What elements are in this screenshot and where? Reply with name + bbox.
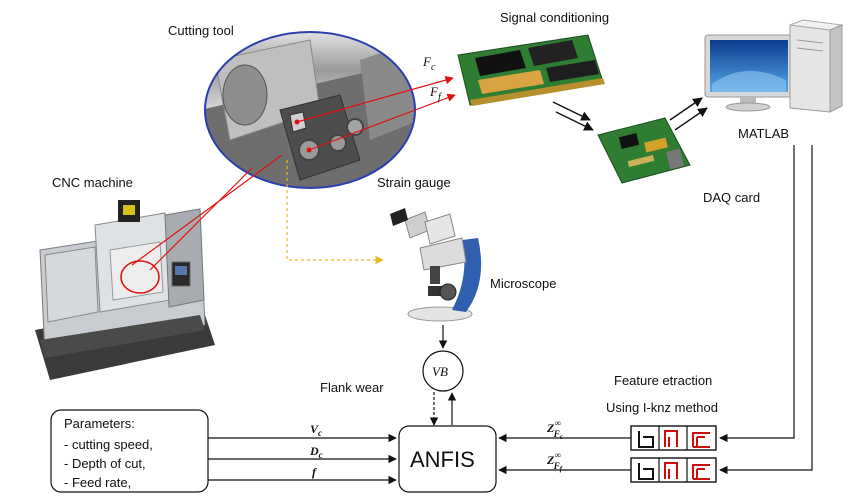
daq-to-pc-arrow-2	[674, 107, 708, 131]
label-cutting-tool: Cutting tool	[168, 23, 234, 38]
cnc-machine-image	[35, 200, 215, 380]
computer-image	[704, 19, 844, 113]
label-f: f	[312, 465, 317, 479]
label-dc: Dc	[309, 444, 323, 460]
sc-to-daq-arrow-2	[555, 111, 594, 131]
matlab-to-fc-arrow	[719, 145, 795, 443]
label-anfis: ANFIS	[410, 447, 475, 472]
parameters-box	[50, 409, 209, 493]
anfis-box	[398, 425, 497, 493]
label-strain-gauge: Strain gauge	[377, 175, 451, 190]
parameter-item-cutting-speed: - cutting speed,	[64, 437, 153, 452]
vb-node	[422, 350, 464, 392]
label-vc: Vc	[310, 422, 322, 438]
daq-to-pc-arrow-1	[669, 97, 703, 121]
parameter-item-feed-rate: - Feed rate,	[64, 475, 131, 490]
signal-conditioning-image	[457, 34, 605, 106]
cnc-zoom-circle	[120, 260, 160, 294]
microscope-image	[390, 208, 482, 322]
label-vb: VB	[432, 364, 448, 379]
parameters-title: Parameters:	[64, 416, 135, 431]
label-z-fc: Z∞Fc	[546, 418, 563, 441]
label-flank-wear: Flank wear	[320, 380, 384, 395]
feature-box-ff	[630, 457, 717, 483]
label-microscope: Microscope	[490, 276, 556, 291]
matlab-to-ff-arrow	[719, 145, 813, 475]
label-force-fc: Fc	[422, 54, 436, 73]
label-feature-extraction: Feature etraction	[614, 373, 712, 388]
cutting-tool-zoom-image	[204, 31, 416, 189]
label-z-ff: Z∞Ff	[546, 450, 563, 473]
label-feature-method: Using I-knz method	[606, 400, 718, 415]
label-signal-conditioning: Signal conditioning	[500, 10, 609, 25]
zoom-line-2	[149, 167, 253, 271]
daq-card-image	[597, 117, 691, 184]
zoom-line-1	[131, 154, 283, 266]
label-matlab: MATLAB	[738, 126, 789, 141]
tool-to-microscope-arrow	[286, 160, 384, 265]
parameter-item-depth-of-cut: - Depth of cut,	[64, 456, 146, 471]
feature-box-fc	[630, 425, 717, 451]
label-daq-card: DAQ card	[703, 190, 760, 205]
label-cnc-machine: CNC machine	[52, 175, 133, 190]
label-force-ff: Ff	[429, 84, 442, 103]
force-arrow-fc	[296, 76, 454, 123]
force-arrow-ff	[308, 93, 456, 151]
sc-to-daq-arrow-1	[552, 101, 591, 121]
